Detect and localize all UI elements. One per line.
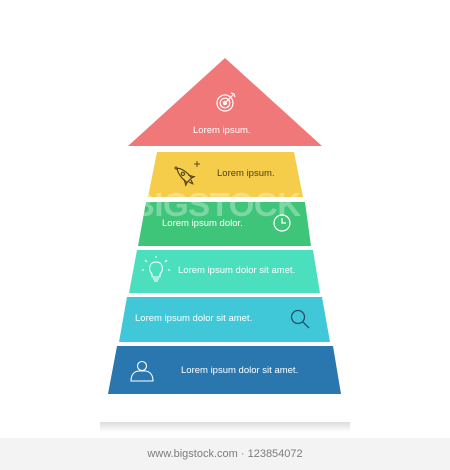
footer-text: www.bigstock.com · 123854072 (147, 448, 303, 460)
rocket-icon (176, 167, 196, 187)
footer-bar (0, 438, 450, 470)
pyramid-level-4 (129, 250, 320, 293)
level-2-label: Lorem ipsum. (217, 168, 275, 179)
pyramid-level-6 (108, 346, 341, 394)
target-icon (216, 92, 236, 112)
level-5-label: Lorem ipsum dolor sit amet. (135, 313, 253, 324)
lightbulb-icon (142, 256, 170, 282)
base-shadow (100, 422, 350, 432)
pyramid-level-2 (148, 152, 303, 197)
level-1-label: Lorem ipsum. (193, 125, 251, 136)
level-4-label: Lorem ipsum dolor sit amet. (178, 265, 296, 276)
level-3-label: Lorem ipsum dolor. (162, 218, 243, 229)
watermark-text: BIGSTOCK (131, 186, 301, 223)
clock-icon (273, 214, 291, 232)
magnifier-icon (290, 309, 310, 329)
pyramid-level-3 (138, 202, 311, 246)
sparkle-icon (174, 161, 200, 170)
level-6-label: Lorem ipsum dolor sit amet. (181, 365, 299, 376)
user-icon (130, 360, 154, 382)
pyramid-level-5 (119, 297, 330, 342)
